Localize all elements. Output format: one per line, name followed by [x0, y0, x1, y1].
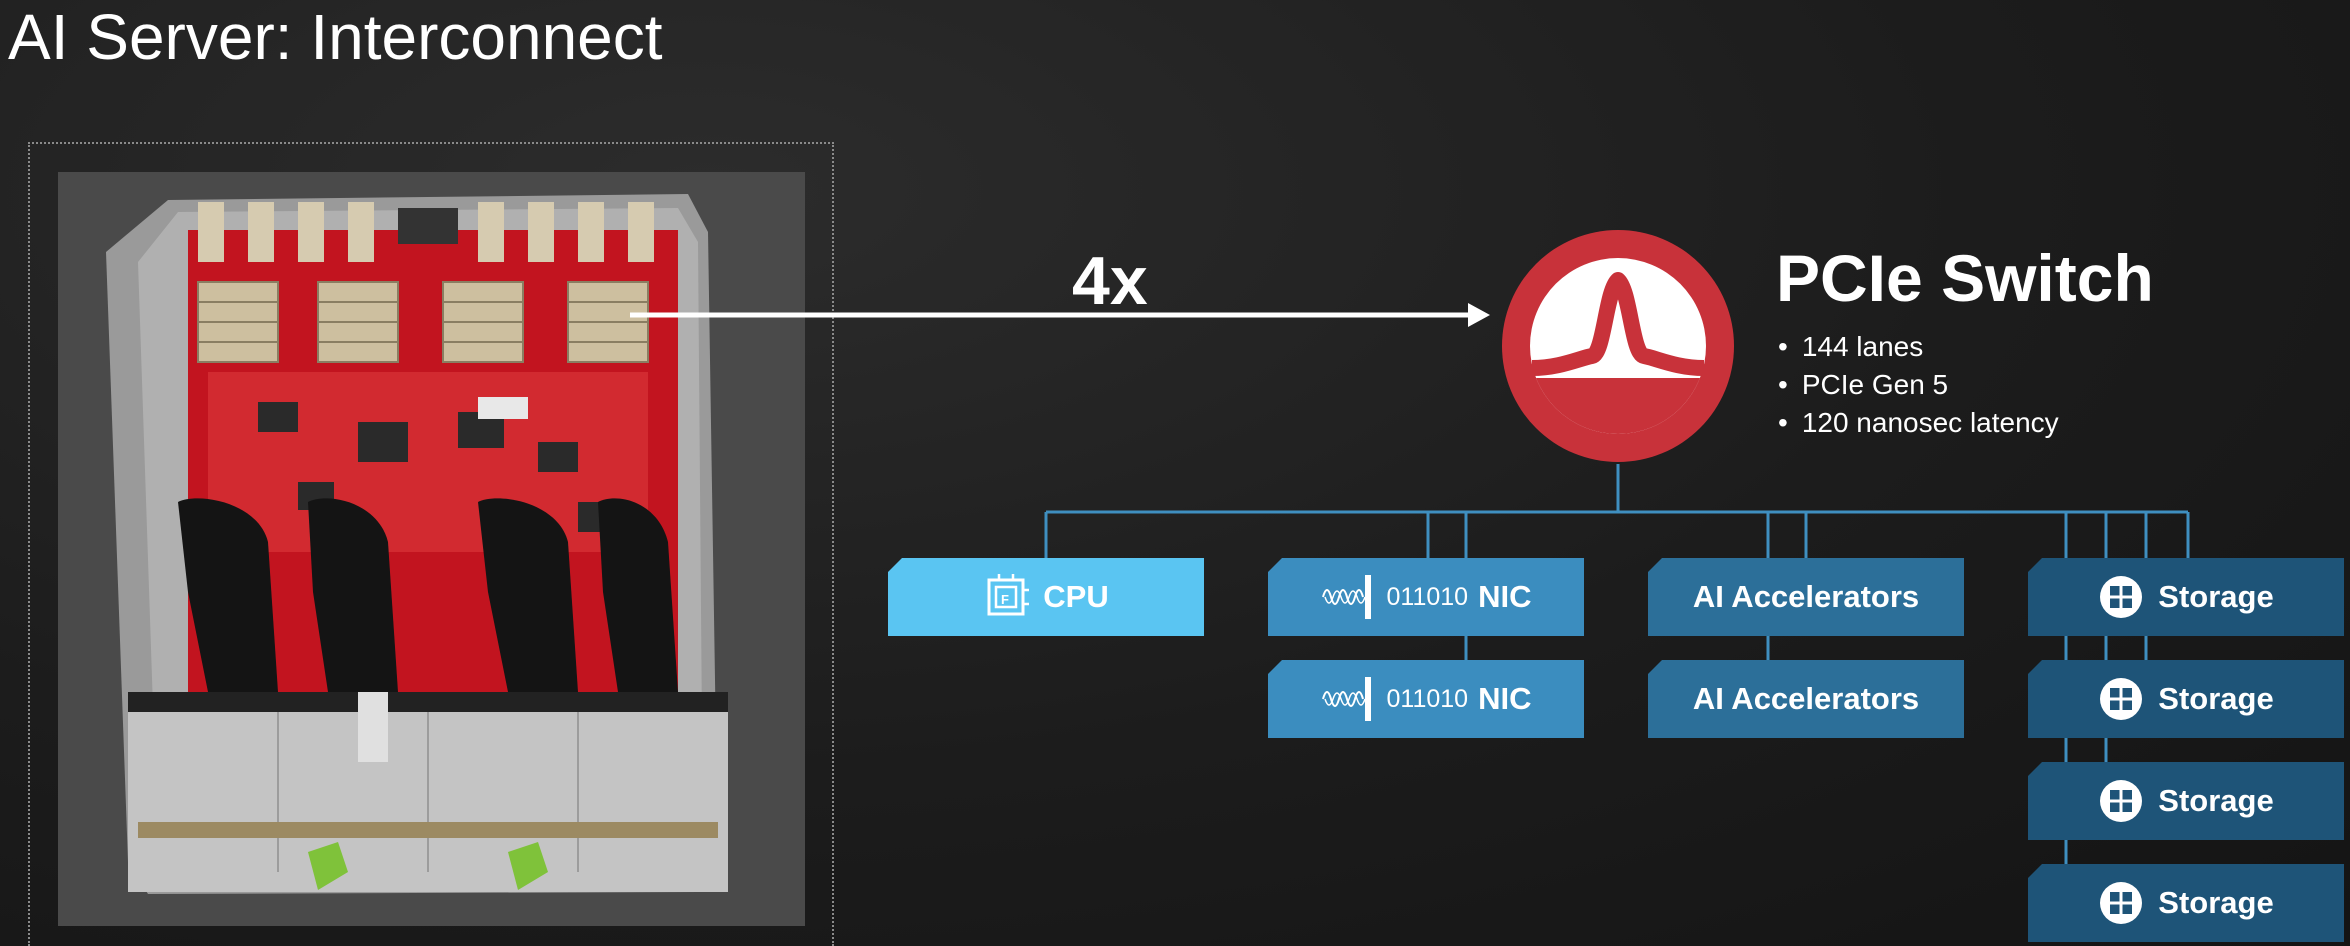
pcie-switch-specs: 144 lanes PCIe Gen 5 120 nanosec latency [1778, 328, 2059, 442]
cpu-node: F CPU [888, 558, 1204, 636]
storage-node: Storage [2028, 864, 2344, 942]
pcie-switch-title: PCIe Switch [1776, 241, 2154, 315]
connection-arrow [630, 303, 1490, 327]
svg-text:F: F [1001, 592, 1009, 607]
accelerator-label: AI Accelerators [1692, 579, 1920, 614]
storage-label: Storage [2158, 885, 2274, 920]
broadcom-logo [1502, 230, 1734, 462]
nic-label: NIC [1478, 579, 1532, 614]
storage-grid-icon [2100, 780, 2143, 822]
storage-node: Storage [2028, 558, 2344, 636]
cpu-label: CPU [1043, 579, 1109, 614]
multiplier-label: 4x [1072, 243, 1148, 319]
nic-bits: 011010 [1386, 582, 1469, 611]
accelerator-label: AI Accelerators [1692, 681, 1920, 716]
storage-node: Storage [2028, 660, 2344, 738]
nic-node: 011010 NIC [1268, 558, 1584, 636]
nic-node: 011010 NIC [1268, 660, 1584, 738]
spec-lanes: 144 lanes [1778, 328, 2059, 366]
storage-label: Storage [2158, 579, 2274, 614]
accelerator-node: AI Accelerators [1648, 558, 1964, 636]
nic-label: NIC [1478, 681, 1532, 716]
storage-label: Storage [2158, 783, 2274, 818]
photo-frame [28, 142, 834, 946]
page-title: AI Server: Interconnect [8, 1, 663, 73]
storage-node: Storage [2028, 762, 2344, 840]
spec-latency: 120 nanosec latency [1778, 404, 2059, 442]
waveform-icon [1321, 575, 1371, 619]
storage-grid-icon [2100, 882, 2143, 924]
storage-grid-icon [2100, 576, 2143, 618]
accelerator-node: AI Accelerators [1648, 660, 1964, 738]
server-board-image [106, 194, 728, 894]
storage-label: Storage [2158, 681, 2274, 716]
waveform-icon [1321, 677, 1371, 721]
spec-generation: PCIe Gen 5 [1778, 366, 2059, 404]
cpu-chip-icon: F [987, 574, 1030, 616]
storage-grid-icon [2100, 678, 2143, 720]
nic-bits: 011010 [1386, 684, 1469, 713]
